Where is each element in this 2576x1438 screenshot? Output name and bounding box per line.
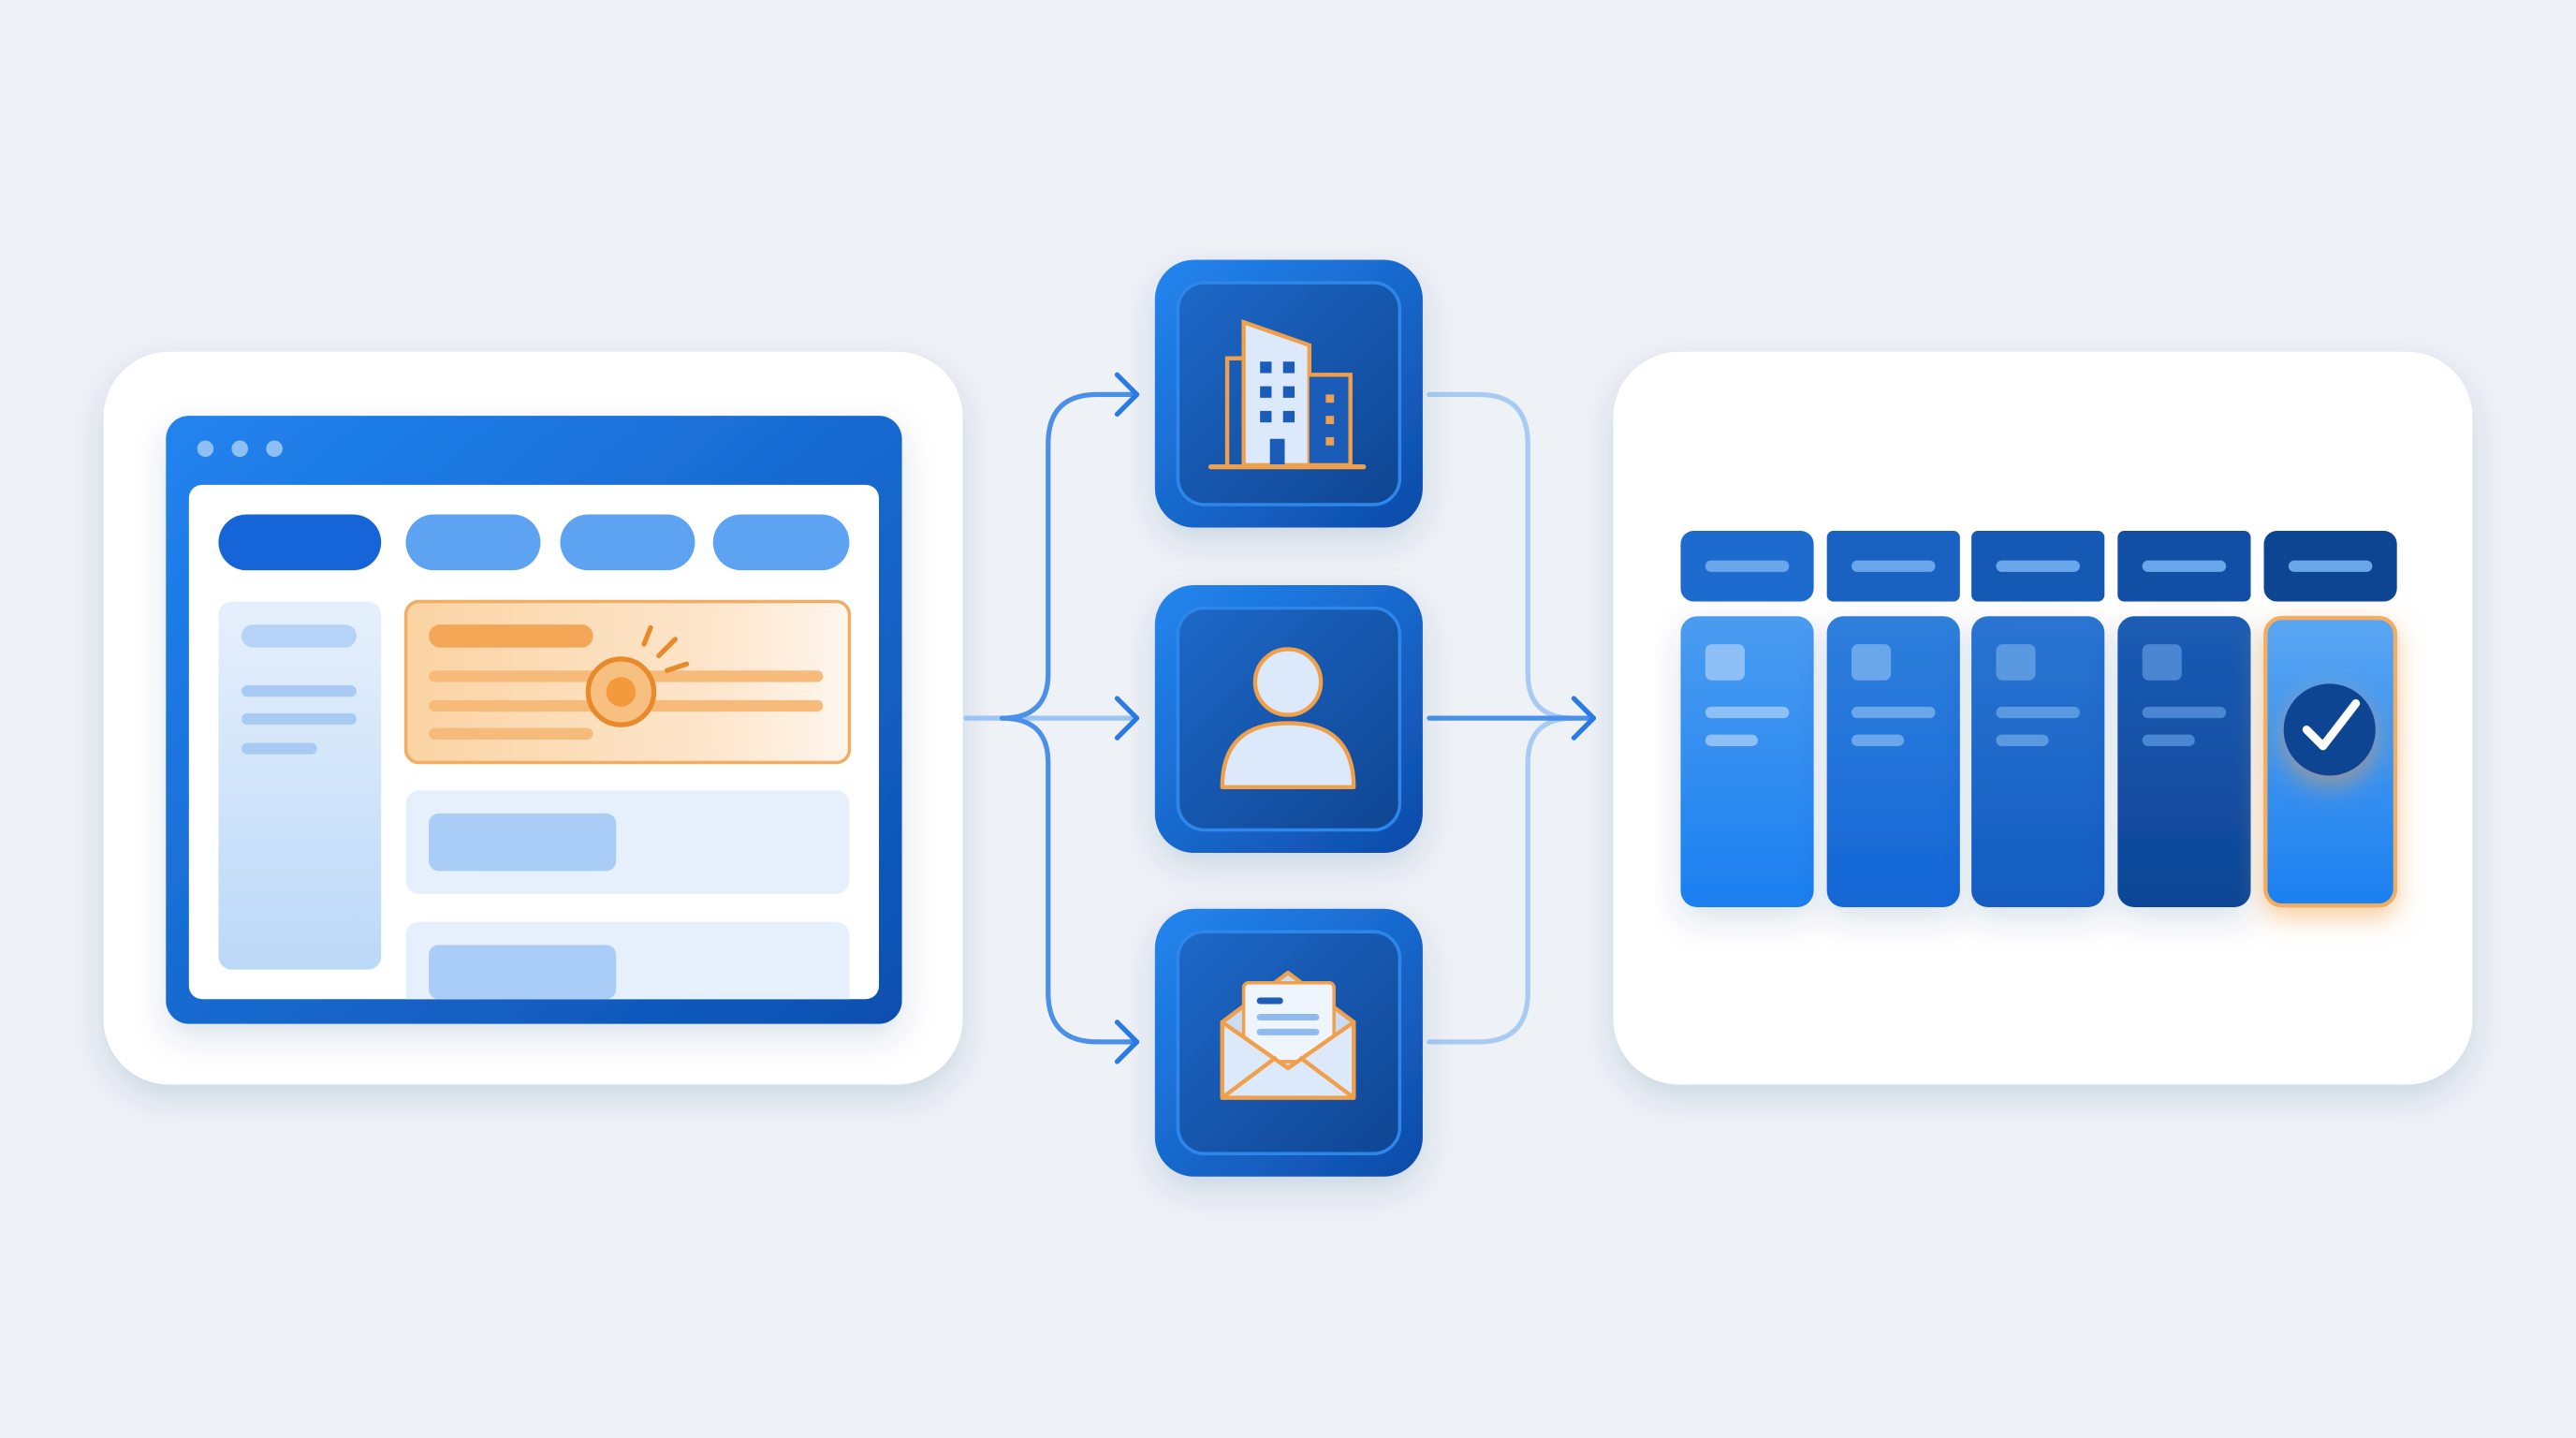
header-label bbox=[2288, 560, 2373, 572]
connectors bbox=[963, 372, 1597, 1064]
board-header bbox=[1680, 531, 2397, 602]
sun-burst-icon bbox=[585, 624, 690, 727]
sidebar bbox=[218, 601, 382, 970]
board-columns bbox=[1680, 615, 2398, 908]
highlight-line bbox=[429, 727, 593, 740]
connector-down bbox=[999, 715, 1140, 1045]
window-dot bbox=[231, 440, 249, 458]
sidebar-line bbox=[242, 624, 357, 648]
tab[interactable] bbox=[405, 514, 541, 571]
sidebar-line bbox=[242, 742, 317, 755]
node-person[interactable] bbox=[1154, 584, 1423, 854]
sidebar-line bbox=[242, 712, 357, 726]
board-column[interactable] bbox=[1680, 616, 1814, 907]
header-label bbox=[1852, 560, 1936, 572]
connector-out bbox=[1427, 715, 1577, 1045]
board-column[interactable] bbox=[2117, 616, 2251, 907]
office-building-icon bbox=[1208, 319, 1367, 470]
check-circle-icon bbox=[2283, 683, 2376, 776]
sidebar-line bbox=[242, 685, 357, 697]
connector-up bbox=[999, 391, 1140, 721]
header-label bbox=[1996, 560, 2080, 572]
header-label bbox=[1705, 560, 1790, 572]
board-column[interactable] bbox=[1826, 616, 1960, 907]
header-label bbox=[2142, 560, 2227, 572]
window-dot bbox=[266, 440, 283, 458]
content-block bbox=[429, 813, 617, 872]
source-panel bbox=[103, 351, 963, 1085]
content-block bbox=[429, 945, 617, 1000]
highlight-line bbox=[429, 624, 593, 648]
arrow-head bbox=[1114, 1020, 1140, 1064]
board-panel bbox=[1613, 351, 2473, 1085]
node-building[interactable] bbox=[1154, 259, 1423, 528]
person-icon bbox=[1220, 647, 1356, 790]
routing-nodes bbox=[1154, 259, 1423, 1177]
board-column-completed[interactable] bbox=[2263, 615, 2398, 908]
arrow-head bbox=[1571, 696, 1597, 741]
connector-out bbox=[1427, 391, 1577, 721]
board-column[interactable] bbox=[1971, 616, 2105, 907]
window-dot bbox=[197, 440, 214, 458]
arrow-head bbox=[1114, 696, 1140, 741]
tab[interactable] bbox=[712, 514, 850, 571]
tab[interactable] bbox=[560, 514, 695, 571]
node-envelope[interactable] bbox=[1154, 908, 1423, 1177]
tab-active[interactable] bbox=[218, 514, 382, 571]
envelope-letter-icon bbox=[1220, 970, 1356, 1100]
arrow-head bbox=[1114, 372, 1140, 418]
